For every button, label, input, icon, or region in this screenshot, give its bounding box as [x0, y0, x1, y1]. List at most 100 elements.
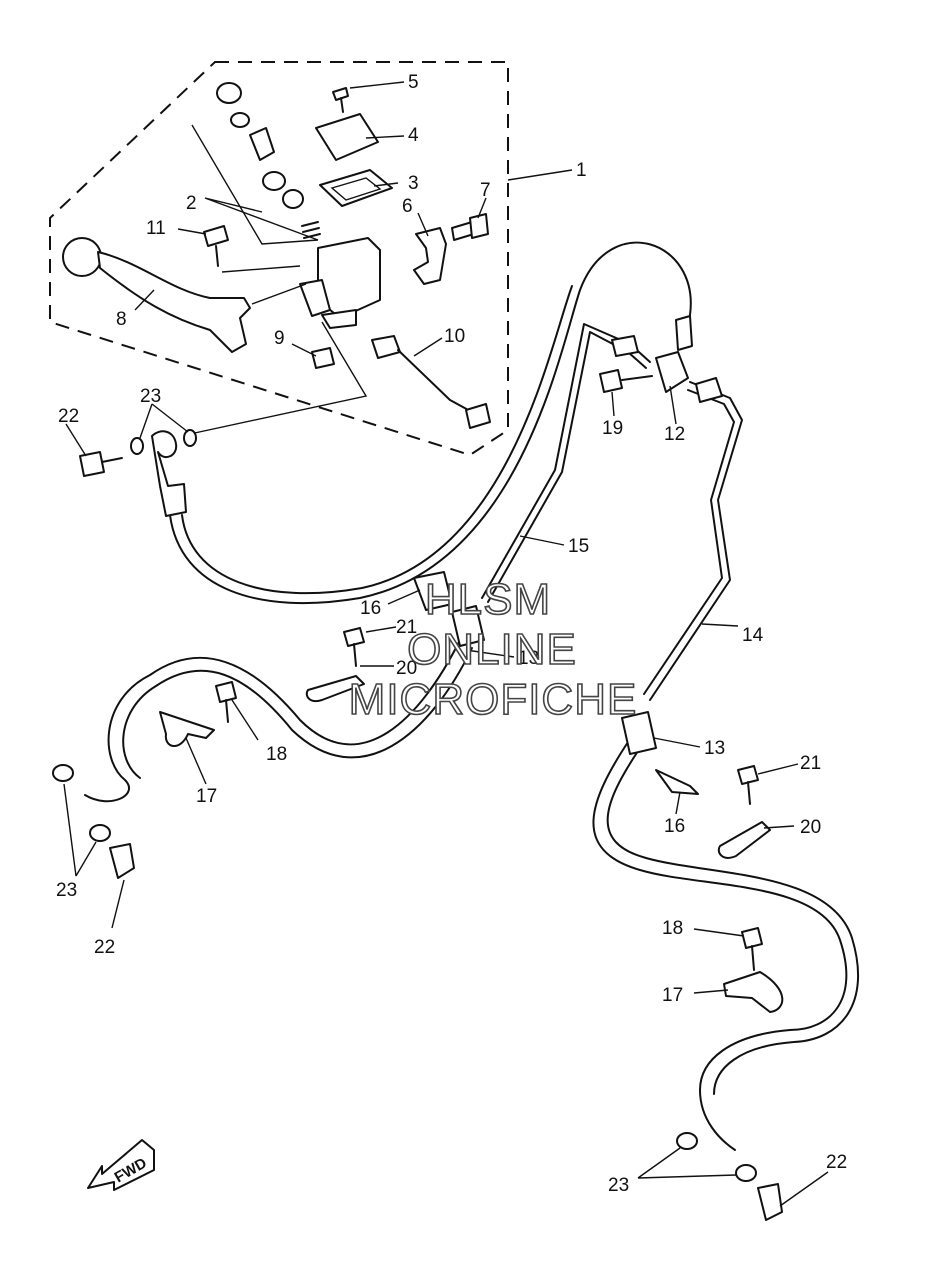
- callout-17-right: 17: [662, 985, 683, 1006]
- guide-bolt-left-shank: [353, 643, 357, 667]
- washer-top-b: [183, 429, 197, 447]
- clamp-bolt-right: [741, 927, 763, 949]
- leader-lines: [63, 81, 829, 1207]
- assembly-boundary: [49, 61, 509, 457]
- brake-pipe-1-inner: [487, 331, 647, 603]
- clamp-bolt-right-shank: [751, 945, 755, 971]
- watermark-line-2: ONLINE: [407, 625, 577, 674]
- callout-22-right: 22: [826, 1152, 847, 1173]
- cap-screw-shank: [340, 97, 344, 113]
- stop-switch-wire: [397, 349, 473, 413]
- watermark: HLSM ONLINE MICROFICHE: [348, 574, 638, 725]
- callout-1: 1: [576, 160, 587, 181]
- brake-joint: [655, 351, 689, 393]
- hose-clamp-right: [723, 971, 784, 1013]
- switch-housing: [321, 309, 357, 329]
- callout-16-right: 16: [664, 816, 685, 837]
- piston: [249, 127, 275, 161]
- stop-switch: [371, 335, 401, 359]
- pivot-bolt-head: [203, 225, 229, 247]
- left-hose-fitting: [451, 605, 485, 647]
- pivot-nut: [311, 347, 335, 369]
- lever-knob: [62, 237, 102, 277]
- guide-bolt-right-shank: [747, 781, 751, 805]
- callout-2: 2: [186, 193, 197, 214]
- callout-22-left: 22: [94, 937, 115, 958]
- washer-left-a: [52, 764, 74, 782]
- piston-nut: [282, 189, 304, 209]
- lever-holder: [413, 227, 447, 285]
- callout-18-left: 18: [266, 744, 287, 765]
- right-hose-fitting: [621, 711, 657, 755]
- master-cylinder-group: [62, 82, 491, 435]
- pipe-1-nut: [611, 335, 639, 357]
- pivot-bolt-shank: [215, 245, 219, 267]
- pipe-2-nut: [695, 377, 723, 403]
- union-bolt-top: [79, 451, 105, 477]
- callout-12: 12: [664, 424, 685, 445]
- reservoir-cap: [315, 113, 379, 161]
- guide-bolt-left: [343, 627, 365, 647]
- left-lower-hose-inner: [122, 647, 473, 779]
- hose-bracket-right: [655, 769, 699, 795]
- piston-clip: [230, 112, 250, 128]
- washer-left-b: [89, 824, 111, 842]
- callout-18-right: 18: [662, 918, 683, 939]
- forward-arrow-icon: FWD: [87, 1139, 155, 1191]
- callout-9: 9: [274, 328, 285, 349]
- callout-13-right: 13: [704, 738, 725, 759]
- stop-switch-connector: [465, 403, 491, 429]
- washer-top-a: [130, 437, 144, 455]
- hose-bracket-left: [413, 571, 453, 611]
- callout-23-left: 23: [56, 880, 77, 901]
- hose-top-fitting: [151, 430, 187, 517]
- callout-4: 4: [408, 125, 419, 146]
- piston-cap: [216, 82, 242, 104]
- clamp-bolt-left: [215, 681, 237, 703]
- diaphragm-inner: [330, 177, 382, 201]
- callout-11: 11: [146, 218, 166, 239]
- joint-bolt-shank: [621, 375, 653, 381]
- callout-13-left: 13: [518, 648, 539, 669]
- callout-20-left: 20: [396, 658, 417, 679]
- joint-bolt: [599, 369, 623, 393]
- left-lower-hose: [84, 639, 461, 803]
- hose-guide-right: [717, 821, 771, 859]
- callout-21-right: 21: [800, 753, 821, 774]
- diaphragm: [319, 169, 393, 207]
- guide-bolt-right: [737, 765, 759, 785]
- watermark-line-3: MICROFICHE: [349, 675, 638, 724]
- washer-right-b: [735, 1164, 757, 1182]
- callout-5: 5: [408, 72, 419, 93]
- callout-8: 8: [116, 309, 127, 330]
- callout-23-top: 23: [140, 386, 161, 407]
- union-bolt-left: [109, 843, 135, 879]
- callout-19: 19: [602, 418, 623, 439]
- upper-brake-hose: [169, 241, 692, 605]
- callout-6: 6: [402, 196, 413, 217]
- brake-pipe-2: [649, 381, 743, 701]
- washer-right-a: [676, 1132, 698, 1150]
- callout-labels: 1 2 3 4 5 6 7 8 9 10 11 12 13 13 14 15 1…: [56, 72, 847, 1196]
- brake-lever: [97, 251, 251, 353]
- piston-spring: [301, 221, 321, 239]
- callout-17-left: 17: [196, 786, 217, 807]
- upper-brake-hose-inner: [181, 285, 573, 595]
- callout-16-left: 16: [360, 598, 381, 619]
- callout-23-right: 23: [608, 1175, 629, 1196]
- hose-guide-left: [305, 675, 365, 702]
- callout-22-top: 22: [58, 406, 79, 427]
- right-lower-hose-inner: [606, 747, 860, 1095]
- cylinder-mount: [299, 279, 331, 317]
- joint-hose-end: [675, 315, 693, 351]
- callout-10: 10: [444, 326, 465, 347]
- brake-pipe-2-inner: [643, 389, 735, 695]
- callout-20-right: 20: [800, 817, 821, 838]
- callout-14: 14: [742, 625, 764, 646]
- callout-7: 7: [480, 180, 491, 201]
- callout-21-left: 21: [396, 617, 417, 638]
- watermark-line-1: HLSM: [425, 575, 551, 624]
- union-bolt-top-shank: [101, 457, 123, 463]
- right-lower-hose: [592, 741, 848, 1151]
